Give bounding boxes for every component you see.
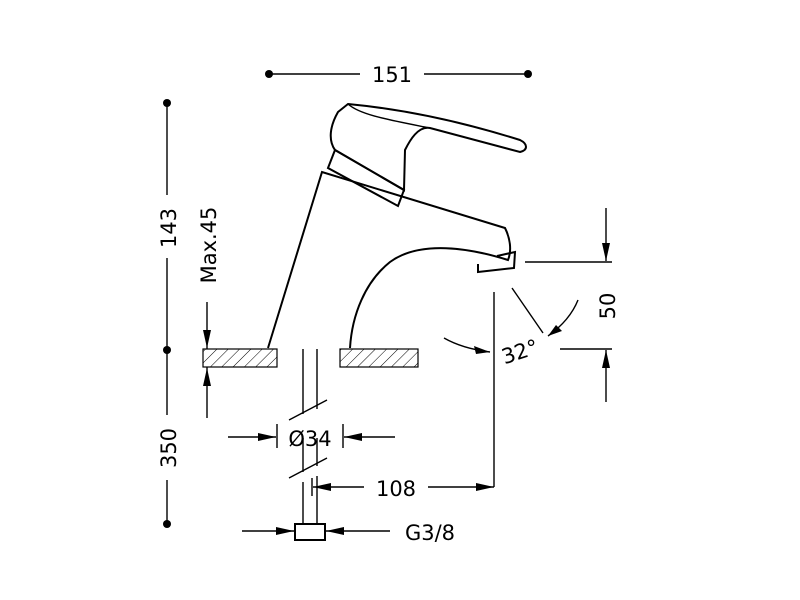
dimension-angle-32: 32° — [443, 287, 579, 369]
dimension-max45-label: Max.45 — [197, 207, 221, 284]
dimension-350-label: 350 — [157, 428, 181, 468]
faucet-outline — [267, 102, 527, 349]
dimension-diameter-34: Ø34 — [228, 424, 395, 451]
supply-pipe — [288, 349, 328, 541]
faucet-body — [267, 170, 512, 349]
dimension-50-label: 50 — [596, 293, 620, 320]
countertop-section — [202, 348, 419, 368]
handle-lever — [329, 102, 527, 192]
spout-aerator — [477, 250, 517, 274]
handle-inner-line — [347, 103, 431, 129]
dimension-50: 50 — [525, 208, 620, 402]
dimension-diameter-34-label: Ø34 — [288, 427, 331, 451]
dimension-350: 350 — [157, 350, 181, 528]
dimension-151: 151 — [265, 63, 532, 87]
dimension-max45: Max.45 — [197, 207, 221, 418]
dimension-g38-label: G3/8 — [405, 521, 455, 545]
dimension-g38: G3/8 — [242, 521, 455, 545]
dimension-108: 108 — [311, 477, 494, 501]
dimension-143-label: 143 — [157, 208, 181, 248]
dimension-143: 143 — [157, 99, 181, 354]
pipe-connector — [294, 523, 326, 541]
dimension-angle-32-label: 32° — [499, 335, 542, 369]
countertop-right — [339, 348, 419, 368]
countertop-left — [202, 348, 278, 368]
dimension-108-label: 108 — [376, 477, 416, 501]
dimension-151-label: 151 — [372, 63, 412, 87]
